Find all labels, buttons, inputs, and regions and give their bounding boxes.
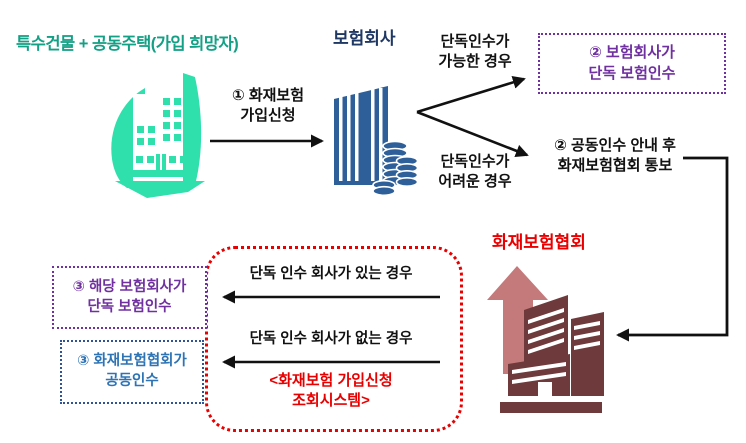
insurer-building-icon bbox=[334, 86, 418, 197]
applicant-title: 특수건물 + 공동주택(가입 희망자) bbox=[16, 35, 239, 53]
case-company-not-exists-label: 단독 인수 회사가 없는 경우 bbox=[249, 331, 413, 347]
box-sole-result: ③ 해당 보험회사가 단독 보험인수 bbox=[52, 266, 207, 329]
applicant-building-icon bbox=[111, 73, 205, 198]
box-sole-result-label: ③ 해당 보험회사가 단독 보험인수 bbox=[72, 278, 187, 315]
case-possible-label: 단독인수가 가능한 경우 bbox=[438, 33, 512, 71]
arrow-branch-difficult bbox=[416, 110, 529, 158]
kfpa-building-icon bbox=[487, 266, 604, 413]
inquiry-system-box bbox=[205, 246, 463, 432]
box-joint-result: ③ 화재보험협회가 공동인수 bbox=[60, 340, 204, 404]
case-company-exists-label: 단독 인수 회사가 있는 경우 bbox=[249, 266, 413, 282]
box-insurer-sole-underwrite: ② 보험회사가 단독 보험인수 bbox=[538, 33, 726, 94]
inquiry-system-caption: <화재보험 가입신청 조회시스템> bbox=[269, 372, 393, 410]
kfpa-title: 화재보험협회 bbox=[492, 233, 586, 252]
arrow-notify-kfpa bbox=[616, 156, 729, 342]
insurer-title: 보험회사 bbox=[333, 29, 396, 48]
box-joint-result-label: ③ 화재보험협회가 공동인수 bbox=[77, 353, 187, 389]
box-insurer-sole-underwrite-label: ② 보험회사가 단독 보험인수 bbox=[588, 44, 676, 82]
step1-label: ① 화재보험 가입신청 bbox=[231, 87, 305, 125]
step2-joint-label: ② 공동인수 안내 후 화재보험협회 통보 bbox=[554, 137, 676, 175]
arrow-branch-possible bbox=[416, 76, 526, 114]
case-difficult-label: 단독인수가 어려운 경우 bbox=[438, 153, 512, 191]
